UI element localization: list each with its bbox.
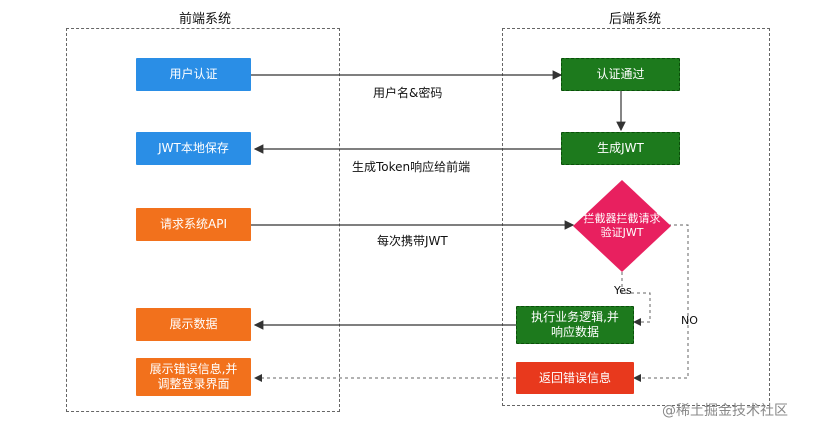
gen-jwt-label: 生成JWT [597,141,644,155]
auth-label: 用户认证 [169,67,218,81]
gen-jwt-box: 生成JWT [561,132,680,165]
label-carry-jwt: 每次携带JWT [377,234,448,248]
request-api-box: 请求系统API [136,208,251,241]
auth-pass-box: 认证通过 [561,58,680,91]
interceptor-label: 拦截器拦截请求 验证JWT [583,212,661,239]
exec-logic-label: 执行业务逻辑,并 响应数据 [531,310,619,339]
arrow-no [633,224,689,382]
arrow-yes [621,272,651,326]
exec-logic-box: 执行业务逻辑,并 响应数据 [516,306,634,344]
label-yes: Yes [614,284,632,297]
save-jwt-label: JWT本地保存 [158,141,229,155]
auth-pass-label: 认证通过 [596,67,645,81]
label-no: NO [681,314,698,327]
return-error-box: 返回错误信息 [516,362,634,394]
request-api-label: 请求系统API [160,217,227,231]
frontend-title: 前端系统 [178,12,231,27]
show-data-label: 展示数据 [169,317,218,331]
frontend-panel [66,28,340,412]
show-error-box: 展示错误信息,并 调整登录界面 [136,358,251,396]
label-gen-token: 生成Token响应给前端 [352,160,471,174]
show-data-box: 展示数据 [136,308,251,341]
backend-panel [502,28,770,406]
auth-box: 用户认证 [136,58,251,91]
show-error-label: 展示错误信息,并 调整登录界面 [149,362,238,391]
watermark: @稀土掘金技术社区 [662,403,788,419]
return-error-label: 返回错误信息 [538,370,611,385]
save-jwt-box: JWT本地保存 [136,132,251,165]
label-username-password: 用户名&密码 [373,86,443,100]
interceptor-diamond [573,180,671,272]
backend-title: 后端系统 [608,12,661,27]
